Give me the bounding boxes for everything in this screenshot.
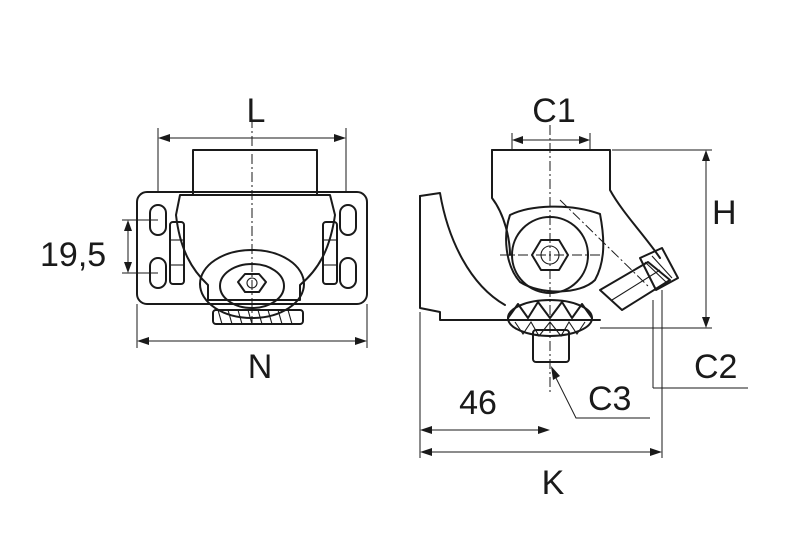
side-socket-body [491, 149, 661, 259]
dimension-C2: C2 [652, 300, 748, 389]
dimension-C3: C3 [551, 366, 650, 419]
dimension-46: 46 [419, 312, 550, 458]
stem [532, 329, 570, 363]
label-C3: C3 [588, 380, 631, 418]
label-C1: C1 [532, 92, 575, 130]
label-H: H [712, 194, 737, 232]
back-plate [419, 195, 601, 321]
label-46: 46 [459, 384, 497, 422]
label-N: N [248, 348, 273, 386]
dimension-L: L [157, 92, 347, 192]
label-19-5: 19,5 [40, 236, 106, 274]
clamp-body [175, 194, 336, 301]
angled-screw [599, 247, 679, 311]
label-C2: C2 [694, 348, 737, 386]
dimension-N: N [136, 304, 368, 386]
left-bolt [169, 221, 185, 285]
socket-body [192, 149, 318, 196]
angled-axis [559, 199, 651, 289]
side-clamp-body [505, 205, 605, 293]
right-bolt [322, 221, 338, 285]
label-K: K [542, 464, 565, 502]
mounting-slots [149, 204, 357, 289]
dimension-K: K [420, 290, 663, 502]
dimension-C1: C1 [511, 92, 591, 150]
side-view: C1 H C2 C3 46 [419, 92, 748, 502]
dimension-19-5: 19,5 [40, 219, 158, 274]
label-L: L [247, 92, 266, 130]
front-view: L N 19,5 [40, 92, 368, 386]
center-screw-hex-icon [237, 273, 267, 293]
dimension-H: H [600, 149, 737, 329]
